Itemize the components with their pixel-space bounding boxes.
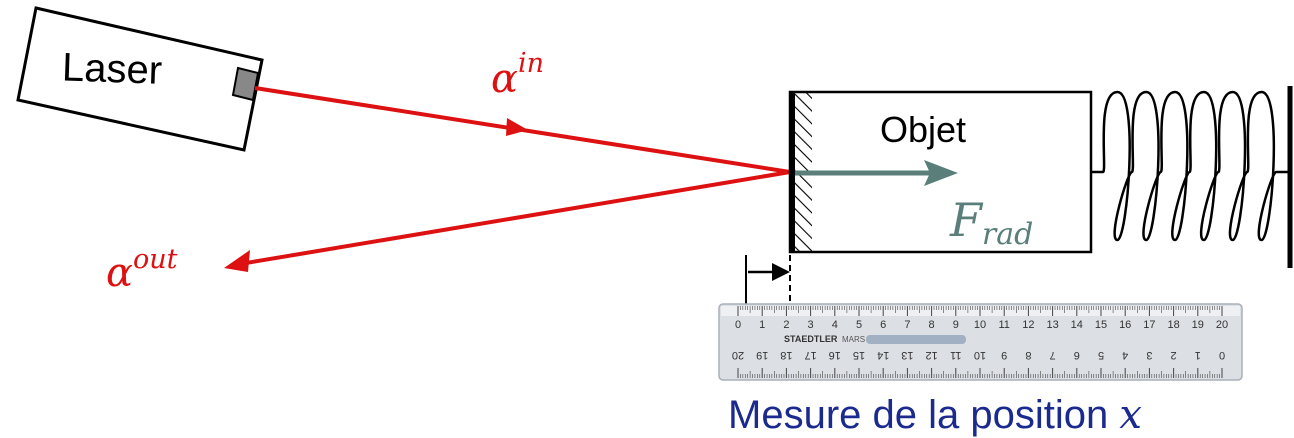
object-label: Objet bbox=[880, 109, 966, 150]
ruler-top-label: 9 bbox=[953, 319, 959, 331]
laser-label: Laser bbox=[61, 45, 163, 92]
ruler-top-label: 1 bbox=[759, 319, 765, 331]
outgoing-beam-arrow bbox=[224, 250, 250, 272]
ruler-top-label: 3 bbox=[808, 319, 814, 331]
ruler-top-label: 13 bbox=[1046, 319, 1058, 331]
ruler-top-label: 18 bbox=[1167, 319, 1179, 331]
ruler-bottom-label: 17 bbox=[804, 349, 816, 361]
radiation-force: Frad bbox=[795, 160, 1033, 252]
ruler-body bbox=[718, 303, 1243, 381]
ruler-top-label: 5 bbox=[856, 319, 862, 331]
ruler-bottom-label: 7 bbox=[1050, 349, 1056, 361]
ruler-bottom-label: 8 bbox=[1025, 349, 1031, 361]
incoming-beam: αin bbox=[254, 48, 791, 174]
ruler-top-label: 7 bbox=[904, 319, 910, 331]
ruler-top-label: 6 bbox=[880, 319, 886, 331]
ruler-bottom-label: 0 bbox=[1219, 349, 1225, 361]
ruler-bottom-label: 10 bbox=[974, 349, 986, 361]
alpha-out-label: αout bbox=[106, 244, 178, 296]
ruler-bottom-label: 1 bbox=[1195, 349, 1201, 361]
ruler-bottom-label: 12 bbox=[925, 349, 937, 361]
ruler-bottom-label: 19 bbox=[756, 349, 768, 361]
spring bbox=[1091, 90, 1290, 242]
ruler-bottom-label: 2 bbox=[1171, 349, 1177, 361]
ruler-top-label: 16 bbox=[1119, 319, 1131, 331]
outgoing-beam: αout bbox=[106, 170, 791, 296]
ruler-bottom-label: 15 bbox=[853, 349, 865, 361]
laser-device: Laser bbox=[16, 6, 264, 152]
ruler-top-label: 12 bbox=[1022, 319, 1034, 331]
ruler-bottom-label: 14 bbox=[877, 349, 889, 361]
ruler-top-label: 4 bbox=[832, 319, 838, 331]
position-marker bbox=[745, 255, 791, 350]
ruler-top-label: 14 bbox=[1071, 319, 1083, 331]
incoming-beam-arrow bbox=[506, 118, 528, 136]
laser-aperture bbox=[231, 66, 260, 102]
ruler-bottom-label: 3 bbox=[1146, 349, 1152, 361]
laser-body bbox=[16, 6, 264, 152]
spring-coil bbox=[1091, 90, 1290, 242]
caption-text: Mesure de la position bbox=[728, 393, 1119, 437]
ruler-top-label: 11 bbox=[998, 319, 1009, 331]
ruler-top-label: 19 bbox=[1192, 319, 1204, 331]
ruler-top-label: 15 bbox=[1095, 319, 1107, 331]
ruler-bottom-label: 9 bbox=[1001, 349, 1007, 361]
ruler-bottom-label: 18 bbox=[780, 349, 792, 361]
ruler-top-label: 0 bbox=[735, 319, 741, 331]
ruler-bottom-label: 20 bbox=[732, 349, 744, 361]
ruler-brand: STAEDTLER bbox=[784, 334, 838, 344]
ruler-top-label: 2 bbox=[783, 319, 789, 331]
ruler-tick-marks bbox=[737, 306, 1223, 378]
ruler-top-label: 8 bbox=[929, 319, 935, 331]
ruler-bottom-label: 6 bbox=[1074, 349, 1080, 361]
ruler-logo-mark bbox=[866, 335, 966, 344]
ruler-top-label: 10 bbox=[974, 319, 986, 331]
ruler-bottom-label: 13 bbox=[901, 349, 913, 361]
ruler-bottom-label: 11 bbox=[950, 349, 961, 361]
force-label: Frad bbox=[949, 193, 1033, 252]
ruler-top-label: 20 bbox=[1216, 319, 1228, 331]
ruler-bottom-label: 4 bbox=[1122, 349, 1128, 361]
ruler-top-label: 17 bbox=[1143, 319, 1155, 331]
ruler-bottom-label: 16 bbox=[829, 349, 841, 361]
alpha-in-label: αin bbox=[491, 48, 544, 102]
force-arrow-head bbox=[924, 160, 958, 186]
caption: Mesure de la position x bbox=[728, 392, 1142, 438]
outgoing-beam-line bbox=[239, 170, 791, 266]
ruler-bottom-label: 5 bbox=[1098, 349, 1104, 361]
ruler-model: MARS bbox=[842, 335, 865, 344]
caption-variable: x bbox=[1119, 392, 1142, 438]
displacement-arrow-head bbox=[772, 263, 790, 281]
